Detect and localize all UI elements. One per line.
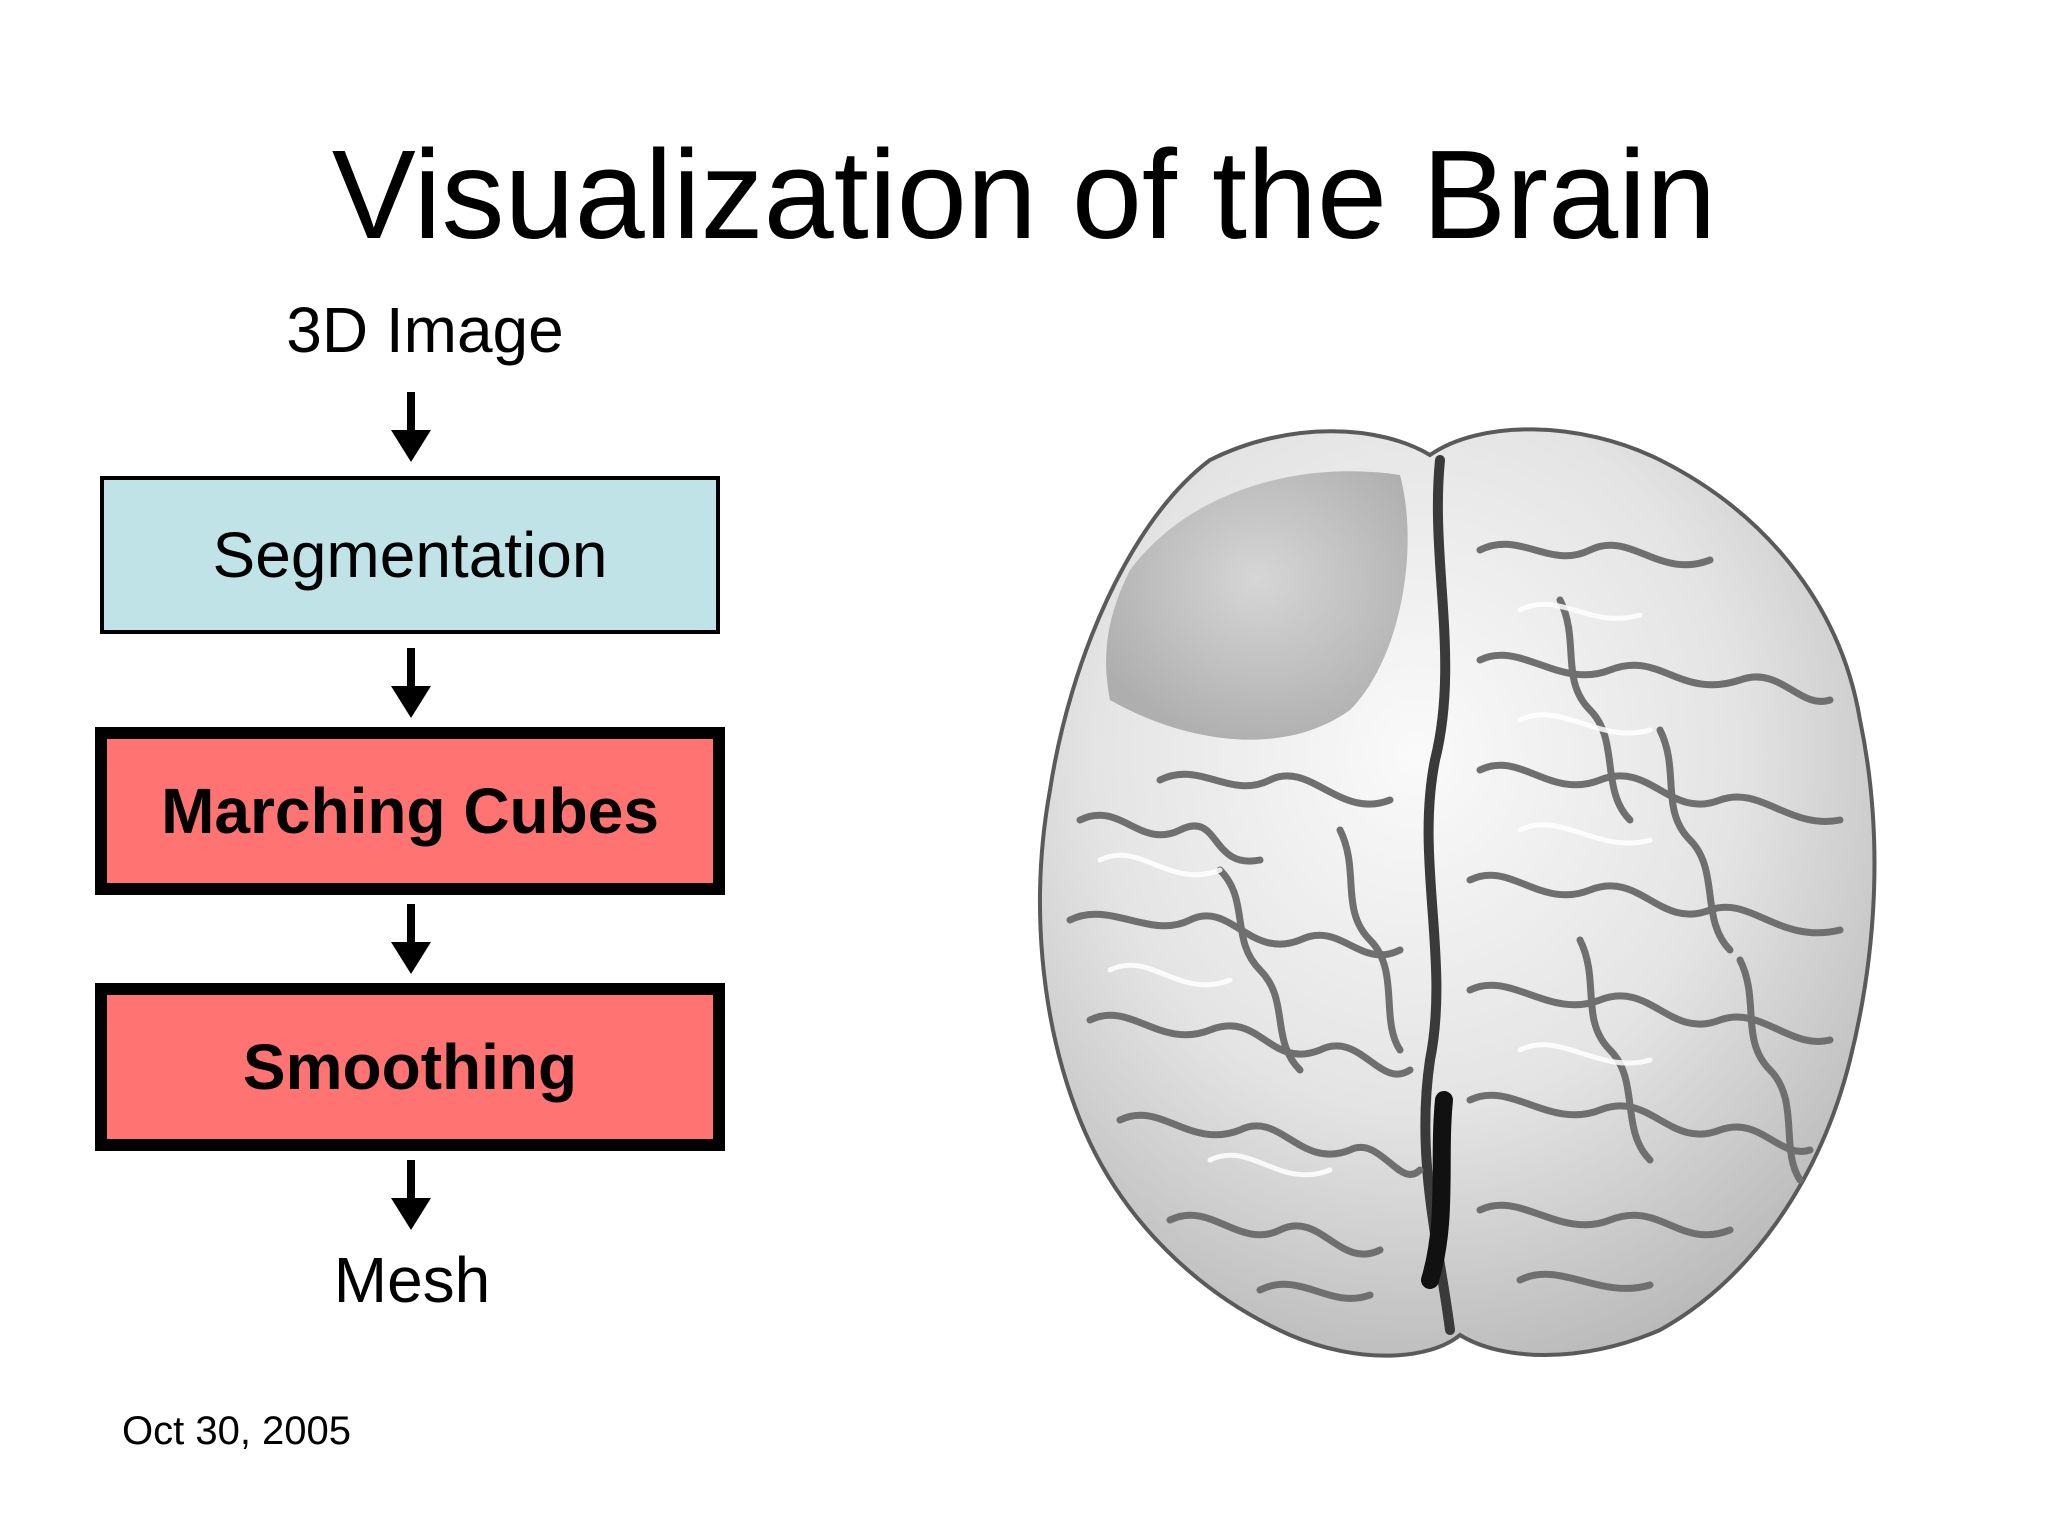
down-arrow-icon <box>391 392 431 462</box>
slide-date: Oct 30, 2005 <box>122 1409 352 1453</box>
pipeline-input-label: 3D Image <box>286 294 564 366</box>
segmentation-step-box: Segmentation <box>100 476 720 634</box>
segmentation-step-label: Segmentation <box>212 519 608 591</box>
marching-cubes-step-label: Marching Cubes <box>161 775 659 847</box>
pipeline-output-label: Mesh <box>333 1244 491 1316</box>
down-arrow-icon <box>391 648 431 718</box>
down-arrow-icon <box>391 904 431 974</box>
slide-title: Visualization of the Brain <box>331 124 1717 265</box>
down-arrow-icon <box>391 1160 431 1230</box>
brain-mesh-image <box>960 400 1910 1370</box>
marching-cubes-step-box: Marching Cubes <box>95 727 725 895</box>
smoothing-step-label: Smoothing <box>242 1031 578 1103</box>
smoothing-step-box: Smoothing <box>95 983 725 1151</box>
